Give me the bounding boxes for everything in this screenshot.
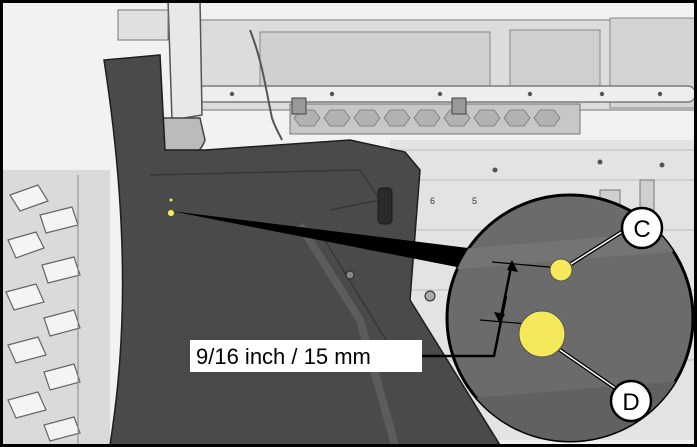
crossbar-holes — [229, 91, 663, 97]
dimension-text: 9/16 inch / 15 mm — [196, 344, 371, 369]
hole-d — [518, 310, 566, 358]
callout-c: C — [620, 206, 664, 250]
callout-d: D — [609, 379, 653, 423]
detail-leader — [171, 211, 468, 268]
dimension-label: 9/16 inch / 15 mm — [190, 340, 422, 372]
callout-d-label: D — [622, 389, 639, 416]
panel-mark-6: 6 — [430, 196, 435, 206]
hole-c — [549, 258, 573, 282]
callout-c-label: C — [633, 216, 650, 243]
mounting-hole-small — [167, 209, 175, 217]
tire — [2, 170, 110, 445]
panel-mark-5: 5 — [472, 196, 477, 206]
